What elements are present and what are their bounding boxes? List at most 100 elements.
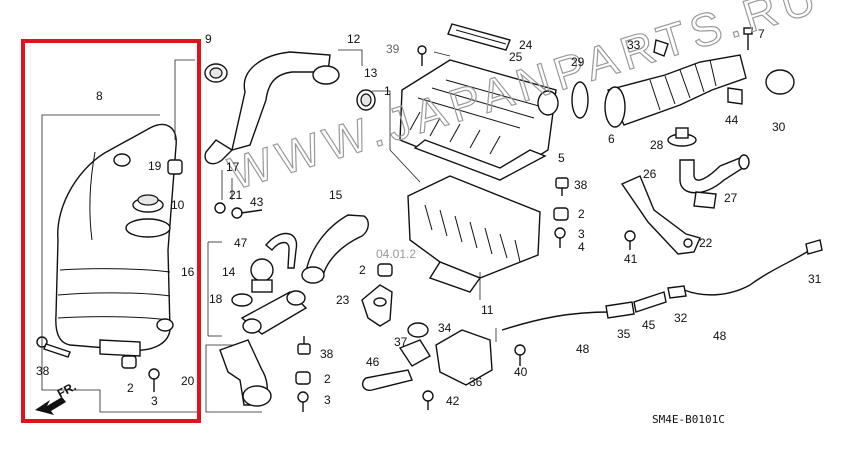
air-cleaner-seal-24[interactable] bbox=[447, 23, 511, 51]
screw-42[interactable] bbox=[422, 390, 434, 410]
callout-32: 32 bbox=[674, 311, 688, 325]
collar-2-mid[interactable] bbox=[553, 207, 569, 221]
callout-19: 19 bbox=[148, 159, 162, 173]
screw-3-lower[interactable] bbox=[297, 391, 309, 412]
callout-44: 44 bbox=[725, 113, 739, 127]
callout-37: 37 bbox=[394, 335, 408, 349]
cable-end-31[interactable] bbox=[805, 239, 823, 255]
callout-25: 25 bbox=[509, 50, 523, 64]
callout-2-d: 2 bbox=[324, 372, 331, 386]
clamp-29[interactable] bbox=[571, 81, 589, 119]
grommet-2-center[interactable] bbox=[377, 263, 393, 277]
clamp-30[interactable] bbox=[765, 69, 795, 95]
bolt-7[interactable] bbox=[743, 27, 753, 50]
cap-34[interactable] bbox=[407, 322, 429, 338]
callout-5: 5 bbox=[558, 151, 565, 165]
screw-39[interactable] bbox=[417, 45, 427, 66]
callout-9: 9 bbox=[205, 32, 212, 46]
callout-4: 4 bbox=[578, 240, 585, 254]
callout-17: 17 bbox=[226, 160, 240, 174]
callout-42: 42 bbox=[446, 394, 460, 408]
air-cleaner-case-11[interactable] bbox=[407, 175, 541, 293]
bracket-44[interactable] bbox=[727, 87, 743, 105]
callout-labels: 1 2 2 2 2 3 3 3 4 5 6 7 8 9 10 11 12 13 … bbox=[36, 27, 822, 408]
callout-48-a: 48 bbox=[576, 342, 590, 356]
bracket-23[interactable] bbox=[361, 284, 393, 327]
callout-3-c: 3 bbox=[324, 393, 331, 407]
cable-bracket-32[interactable] bbox=[667, 285, 687, 299]
callout-18: 18 bbox=[209, 292, 223, 306]
callout-6: 6 bbox=[608, 132, 615, 146]
callout-12: 12 bbox=[347, 32, 361, 46]
collar-2-left[interactable] bbox=[121, 355, 137, 369]
callout-40: 40 bbox=[514, 365, 528, 379]
bolt-43[interactable] bbox=[231, 207, 263, 219]
callout-30: 30 bbox=[772, 120, 786, 134]
intake-duct-6[interactable] bbox=[604, 54, 747, 128]
throttle-body-connector[interactable] bbox=[240, 290, 308, 335]
callout-13: 13 bbox=[364, 66, 378, 80]
callout-2-c: 2 bbox=[578, 207, 585, 221]
bolt-38-lower[interactable] bbox=[297, 336, 311, 355]
callout-7: 7 bbox=[758, 27, 765, 41]
callout-31: 31 bbox=[808, 272, 822, 286]
callout-28: 28 bbox=[650, 138, 664, 152]
callout-34: 34 bbox=[438, 321, 452, 335]
diagram-code-label: SM4E-B0101C bbox=[652, 413, 725, 426]
intake-tube-15[interactable] bbox=[301, 214, 369, 284]
clip-33[interactable] bbox=[653, 39, 669, 57]
grommet-28[interactable] bbox=[667, 127, 697, 147]
intake-elbow-20[interactable] bbox=[219, 339, 272, 407]
bolt-40[interactable] bbox=[514, 344, 526, 366]
callout-3-b: 3 bbox=[578, 227, 585, 241]
hose-46[interactable] bbox=[361, 369, 413, 391]
front-direction-label: FR. bbox=[55, 379, 79, 400]
callout-38-c: 38 bbox=[320, 347, 334, 361]
callout-36: 36 bbox=[469, 375, 483, 389]
control-valve-14[interactable] bbox=[250, 258, 274, 293]
cable-adjuster-45[interactable] bbox=[633, 291, 667, 313]
air-intake-hose-11[interactable] bbox=[204, 51, 340, 165]
bolt-41[interactable] bbox=[624, 230, 636, 250]
bolt-38-mid-top[interactable] bbox=[555, 177, 569, 196]
hose-47[interactable] bbox=[265, 232, 298, 269]
callout-27: 27 bbox=[724, 191, 738, 205]
callout-21: 21 bbox=[229, 188, 243, 202]
collar-19[interactable] bbox=[167, 159, 183, 175]
callout-14: 14 bbox=[222, 265, 236, 279]
callout-29: 29 bbox=[571, 55, 585, 69]
callout-24: 24 bbox=[519, 38, 533, 52]
breather-tube-26[interactable] bbox=[679, 154, 750, 194]
callout-47: 47 bbox=[234, 236, 248, 250]
collar-2-lower[interactable] bbox=[295, 371, 311, 385]
intake-duct-9[interactable] bbox=[204, 63, 228, 83]
resonator-chamber[interactable] bbox=[55, 123, 177, 357]
air-filter-element-5[interactable] bbox=[413, 139, 547, 181]
o-ring-18[interactable] bbox=[231, 293, 253, 307]
grommet-10[interactable] bbox=[132, 194, 164, 213]
callout-1: 1 bbox=[384, 84, 391, 98]
throttle-cable-48[interactable] bbox=[501, 249, 811, 331]
clamp-13[interactable] bbox=[356, 89, 376, 111]
callout-2-b: 2 bbox=[359, 263, 366, 277]
callout-48-b: 48 bbox=[713, 329, 727, 343]
solenoid-valve-36[interactable] bbox=[435, 329, 493, 386]
callout-46: 46 bbox=[366, 355, 380, 369]
front-direction-arrow bbox=[35, 397, 66, 415]
washer-21[interactable] bbox=[214, 202, 226, 214]
clip-27[interactable] bbox=[693, 191, 717, 209]
callout-15: 15 bbox=[329, 188, 343, 202]
callout-45: 45 bbox=[642, 318, 656, 332]
callout-10: 10 bbox=[171, 198, 185, 212]
callout-22: 22 bbox=[699, 236, 713, 250]
cable-end-35[interactable] bbox=[605, 301, 635, 319]
watermark-small-text: 04.01.2 bbox=[376, 247, 416, 261]
screw-3-left[interactable] bbox=[148, 368, 160, 392]
bracket-22[interactable] bbox=[620, 175, 701, 255]
callout-41: 41 bbox=[624, 252, 638, 266]
valve-37[interactable] bbox=[398, 339, 431, 367]
callout-39: 39 bbox=[386, 42, 400, 56]
screw-3-mid[interactable] bbox=[554, 227, 566, 248]
callout-16: 16 bbox=[181, 265, 195, 279]
